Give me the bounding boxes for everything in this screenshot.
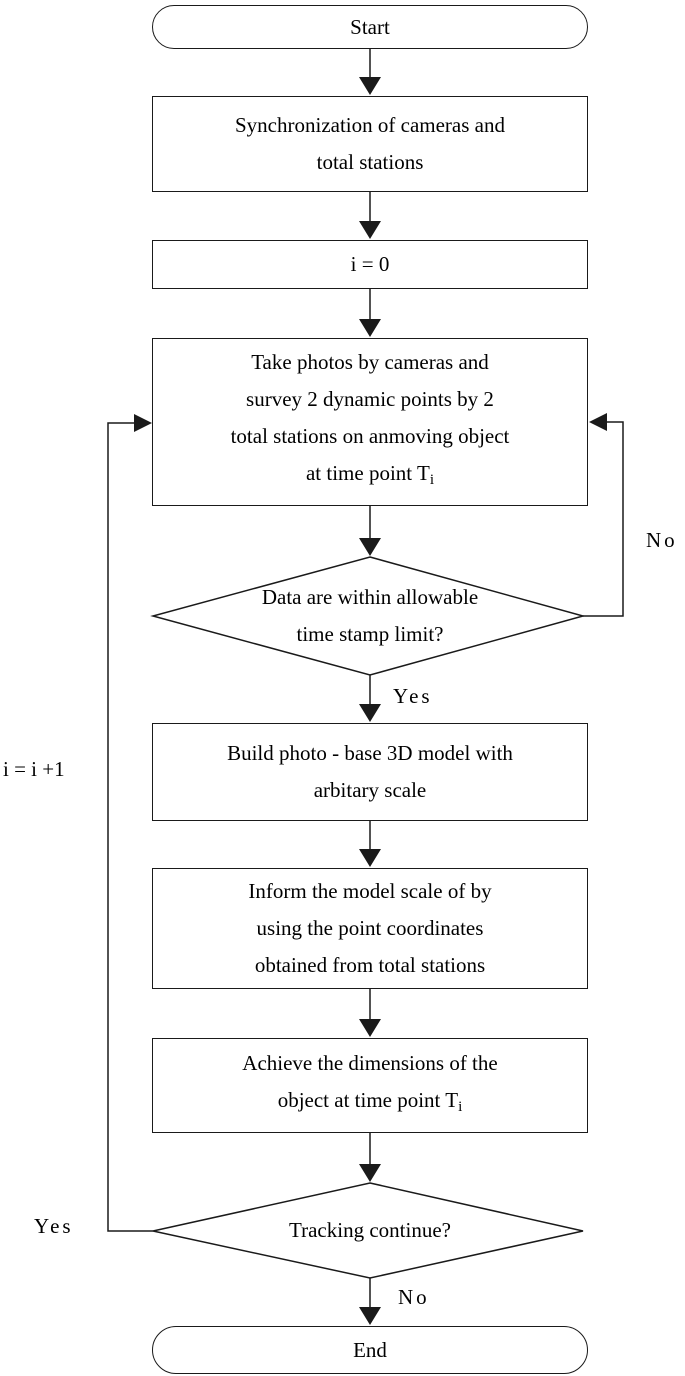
text-line: Inform the model scale of by (248, 879, 492, 903)
process-build-model: Build photo - base 3D model with arbitar… (152, 723, 588, 821)
arrow-sync-to-init (359, 192, 381, 239)
text-line: Build photo - base 3D model with (227, 741, 513, 765)
process-synchronization: Synchronization of cameras and total sta… (152, 96, 588, 192)
edge-label-no-tracking: No (398, 1285, 430, 1309)
text-line: object at time point Ti (277, 1087, 463, 1116)
edge-label-no-timestamp: No (646, 528, 678, 552)
text-line: using the point coordinates (256, 916, 484, 940)
process-init-counter: i = 0 (152, 240, 588, 289)
end-node: End (152, 1326, 588, 1374)
start-node: Start (152, 5, 588, 49)
text-line: Tracking continue? (289, 1218, 451, 1242)
arrow-timestamp-to-build (359, 675, 381, 722)
text-line: Data are within allowable (261, 585, 479, 609)
arrow-capture-to-timestamp (359, 506, 381, 556)
edge-label-increment: i = i +1 (3, 757, 65, 781)
arrow-start-to-sync (359, 49, 381, 95)
text-line: time stamp limit? (296, 622, 444, 646)
text-line: total stations (316, 150, 424, 174)
edge-label-yes-tracking: Yes (34, 1214, 74, 1238)
text-line: Take photos by cameras and (251, 350, 489, 375)
text-line: at time point Ti (305, 461, 435, 489)
arrow-achieve-to-tracking (359, 1133, 381, 1182)
text-line: total stations on anmoving object (230, 424, 510, 449)
process-achieve-dimensions: Achieve the dimensions of the object at … (152, 1038, 588, 1133)
loop-no-timestamp (583, 413, 624, 617)
arrow-init-to-capture (359, 289, 381, 337)
text-line: Achieve the dimensions of the (242, 1050, 498, 1075)
arrow-inform-to-achieve (359, 989, 381, 1037)
text-line: i = 0 (350, 252, 390, 276)
decision-tracking-shape (152, 1182, 584, 1279)
decision-timestamp-shape (150, 556, 586, 676)
edge-label-yes-timestamp: Yes (393, 684, 433, 708)
text-line: arbitary scale (313, 778, 427, 802)
decision-timestamp: Data are within allowable time stamp lim… (153, 557, 587, 675)
decision-tracking: Tracking continue? (153, 1183, 587, 1278)
text-line: survey 2 dynamic points by 2 (246, 387, 494, 412)
process-inform-scale: Inform the model scale of by using the p… (152, 868, 588, 989)
subscript-i: i (429, 472, 435, 489)
text-line: Synchronization of cameras and (235, 113, 505, 137)
process-take-photos: Take photos by cameras and survey 2 dyna… (152, 338, 588, 506)
arrow-build-to-inform (359, 821, 381, 867)
loop-yes-tracking (107, 414, 153, 1232)
start-label: Start (350, 14, 390, 39)
end-label: End (353, 1337, 387, 1362)
text-line: obtained from total stations (254, 953, 486, 977)
arrow-tracking-to-end (359, 1278, 381, 1325)
subscript-i: i (458, 1099, 463, 1116)
